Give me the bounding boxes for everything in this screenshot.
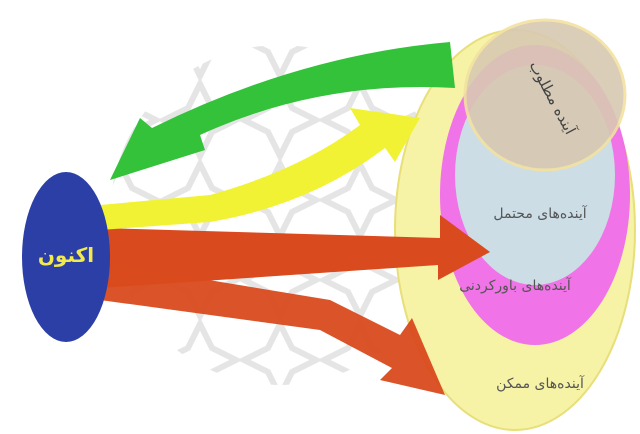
present-label: اکنون [38, 243, 94, 267]
possible-futures-label: آینده‌های ممکن [496, 375, 585, 392]
plausible-futures-label: آینده‌های باورکردنی [459, 277, 572, 294]
probable-futures-label: آینده‌های محتمل [493, 205, 587, 222]
